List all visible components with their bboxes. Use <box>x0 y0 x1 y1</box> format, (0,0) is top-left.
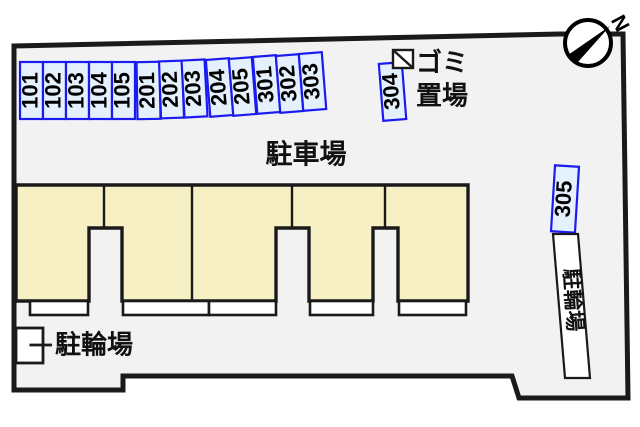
parking-stall-301[interactable]: 301 <box>250 53 282 115</box>
parking-stall-203[interactable]: 203 <box>179 58 209 119</box>
bicycle-parking-right: 駐輪場 <box>551 232 592 380</box>
bike-strip-3 <box>207 299 278 317</box>
parking-stall-305-label: 305 <box>550 180 577 218</box>
parking-stall-304-label: 304 <box>377 72 405 111</box>
parking-stall-205[interactable]: 205 <box>226 55 258 117</box>
parking-stall-203-box[interactable] <box>180 58 209 119</box>
parking-stall-304[interactable]: 304 <box>376 60 408 122</box>
parking-stall-102[interactable]: 102 <box>40 60 68 121</box>
parking-stall-103[interactable]: 103 <box>63 60 91 121</box>
garbage-area-label-line2: 置場 <box>416 82 468 112</box>
building-footprint <box>14 183 470 303</box>
parking-stalls-right-group: 305 <box>549 164 581 234</box>
parking-stall-204-label: 204 <box>204 68 232 107</box>
bicycle-parking-right-shape <box>551 232 592 380</box>
parking-stall-101[interactable]: 101 <box>17 60 45 121</box>
bike-strip-2 <box>121 299 211 317</box>
parking-stall-202[interactable]: 202 <box>156 59 186 120</box>
parking-stall-105-box[interactable] <box>110 60 137 121</box>
parking-area-label: 駐車場 <box>266 140 347 171</box>
bike-strip-5 <box>397 299 468 317</box>
parking-stall-305[interactable]: 305 <box>549 164 581 234</box>
bike-strip-1 <box>28 299 90 317</box>
garbage-icon-diagonal <box>392 49 414 69</box>
parking-stall-203-label: 203 <box>179 70 206 108</box>
parking-stall-201-label: 201 <box>134 72 160 109</box>
parking-stall-104-label: 104 <box>86 71 111 108</box>
parking-stall-301-label: 301 <box>251 65 279 104</box>
parking-stall-305-box[interactable] <box>549 164 581 234</box>
parking-stall-204[interactable]: 204 <box>203 56 235 118</box>
bicycle-parking-legend-label: 駐輪場 <box>55 330 133 361</box>
compass-north-needle <box>568 26 610 62</box>
parking-stall-302-label: 302 <box>274 64 302 103</box>
parking-stalls-top-group: 101 102 103 104 105 201 <box>17 50 408 122</box>
bicycle-parking-legend: 駐輪場 <box>14 326 133 365</box>
parking-stall-105[interactable]: 105 <box>109 60 137 121</box>
parking-stall-205-label: 205 <box>227 67 255 106</box>
garbage-area-icon <box>391 48 415 70</box>
parking-stall-101-label: 101 <box>17 72 42 109</box>
bicycle-strips-group <box>28 299 468 317</box>
parking-stall-303-box[interactable] <box>297 50 328 112</box>
parking-stall-202-label: 202 <box>157 71 183 109</box>
parking-stall-303-label: 303 <box>297 62 325 101</box>
parking-stall-102-label: 102 <box>40 72 65 109</box>
bicycle-parking-right-label: 駐輪場 <box>559 268 587 333</box>
parking-stall-104[interactable]: 104 <box>86 60 114 121</box>
parking-stall-303[interactable]: 303 <box>296 50 328 112</box>
parking-stall-103-label: 103 <box>63 72 88 109</box>
parking-stall-302[interactable]: 302 <box>273 52 305 114</box>
garbage-area-label-line1: ゴミ <box>416 48 468 79</box>
parking-stall-105-label: 105 <box>109 72 134 109</box>
bike-strip-4 <box>308 299 375 317</box>
apartment-building <box>14 183 470 303</box>
parking-stall-304-box[interactable] <box>377 60 408 122</box>
